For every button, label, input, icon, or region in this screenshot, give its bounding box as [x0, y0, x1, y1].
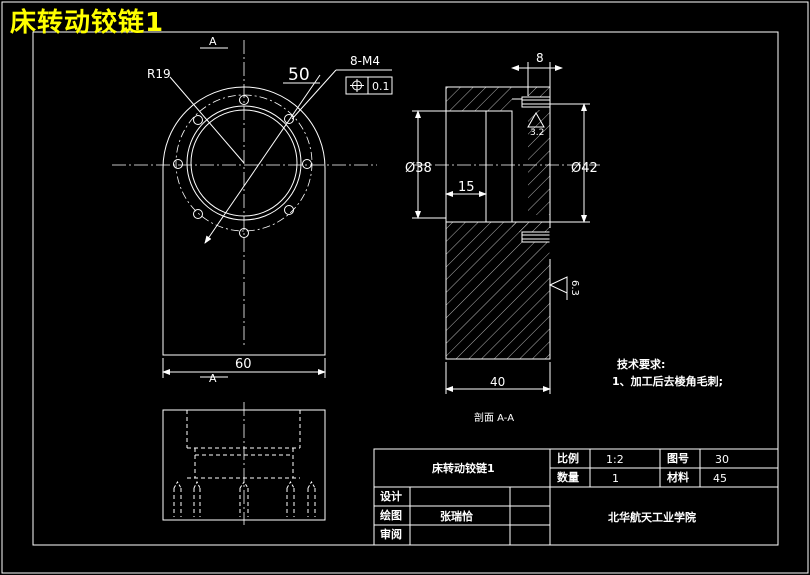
bolt-hole	[173, 159, 183, 169]
drawn-label: 绘图	[380, 508, 402, 522]
title-block	[373, 448, 779, 546]
drawing-no-value: 30	[715, 453, 729, 466]
bolt-hole	[193, 115, 203, 125]
notes-heading: 技术要求:	[617, 357, 665, 371]
quantity-label: 数量	[557, 470, 579, 484]
section-mark-top: A	[209, 35, 217, 48]
quantity-value: 1	[612, 472, 619, 485]
school-name: 北华航天工业学院	[608, 510, 696, 524]
section-caption: 剖面 A-A	[474, 411, 514, 424]
radius-label: R19	[147, 67, 171, 81]
material-label: 材料	[667, 470, 689, 484]
roughness-top-label: 3.2	[530, 128, 544, 138]
bolt-hole	[284, 114, 294, 124]
material-value: 45	[713, 472, 727, 485]
drawing-no-label: 图号	[667, 452, 689, 465]
width-label: 60	[235, 357, 252, 372]
drawn-by: 张瑞恰	[440, 509, 474, 523]
dia-left-label: Ø38	[405, 161, 432, 176]
section-mark-bottom: A	[209, 372, 217, 385]
roughness-side-label: 6.3	[569, 280, 580, 296]
width-top-label: 8	[536, 51, 544, 65]
review-label: 审阅	[380, 527, 402, 541]
tolerance-value: 0.1	[372, 80, 390, 93]
part-name: 床转动铰链1	[432, 461, 495, 475]
width-bottom-label: 40	[490, 375, 505, 389]
bolt-hole	[302, 159, 312, 169]
hole-label: 8-M4	[350, 54, 380, 68]
design-label: 设计	[380, 489, 402, 503]
bolt-holes	[173, 95, 312, 238]
plan-view	[162, 402, 326, 525]
dia-right-label: Ø42	[571, 161, 598, 176]
bolt-hole	[239, 228, 249, 238]
tolerance-frame	[345, 76, 393, 95]
depth-label: 15	[458, 180, 475, 195]
bolt-hole	[239, 95, 249, 105]
section-view	[412, 62, 600, 394]
overlay-title: 床转动铰链1	[10, 8, 165, 38]
bolt-hole	[193, 209, 203, 219]
front-view	[112, 40, 392, 378]
notes-item-1: 1、加工后去棱角毛刺;	[612, 374, 723, 388]
scale-value: 1:2	[606, 453, 624, 466]
bolt-hole	[284, 205, 294, 215]
scale-label: 比例	[557, 451, 579, 465]
diameter-label: 50	[288, 65, 310, 85]
